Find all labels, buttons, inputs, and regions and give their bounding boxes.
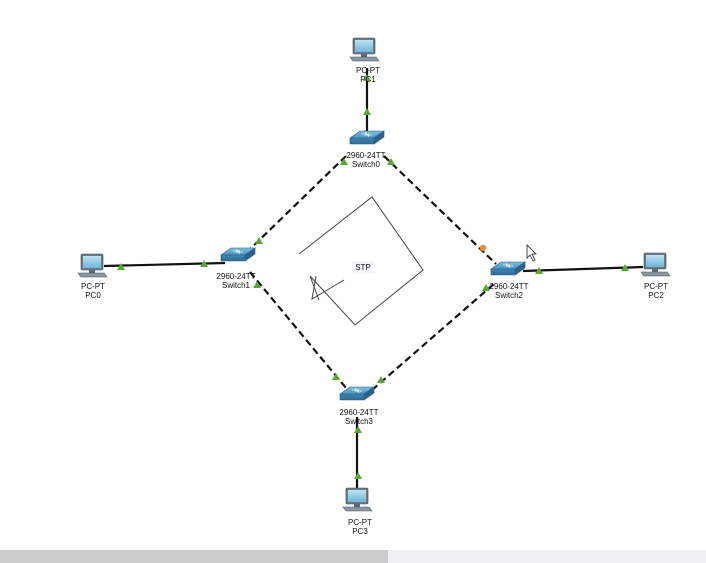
pc-keyboard [77,272,108,278]
switch-front-face [490,268,516,276]
pc-monitor-stand [361,54,367,57]
pc-screen [646,255,664,267]
switch-icon[interactable] [339,386,375,401]
pc2-name-label: PC2 [648,291,664,300]
stp-note-text: STP [355,263,371,272]
switch2-name-label: Switch2 [495,291,524,300]
devices-layer: PC-PTPC1PC-PTPC0PC-PTPC2PC-PTPC32960-24T… [77,37,671,536]
switch-front-face [349,137,375,145]
pc1-model-label: PC-PT [356,66,380,75]
switch0-model-label: 2960-24TT [346,151,385,160]
link-switch0-switch1[interactable] [246,155,347,253]
switch-arrows-icon [503,263,513,268]
port-light-up-pc0 [117,263,125,270]
switch-icon[interactable] [349,130,385,145]
switch-icon[interactable] [220,247,256,262]
horizontal-scrollbar-thumb[interactable] [0,550,388,563]
port-light-up-switch0 [340,158,348,165]
port-light-up-switch2 [482,284,490,291]
pc-icon[interactable] [349,37,380,62]
pc-icon[interactable] [77,253,108,278]
link-switch0-switch2[interactable] [383,155,497,265]
pc-icon[interactable] [342,487,373,512]
port-light-up-switch3 [332,373,340,380]
annotation-arrowhead [311,275,345,300]
switch-side-face [244,247,256,262]
pc-screen [355,40,373,52]
pc0-model-label: PC-PT [81,282,105,291]
pc-screen [348,490,366,502]
port-light-up-switch1 [255,237,263,244]
switch3-model-label: 2960-24TT [339,408,378,417]
pc-monitor-stand [652,269,658,272]
port-light-up-switch1 [253,281,261,288]
horizontal-scrollbar[interactable] [0,550,706,563]
port-light-blocking-switch2 [479,244,487,252]
switch1-model-label: 2960-24TT [216,272,255,281]
switch-arrows-icon [352,388,362,393]
switch-side-face [514,261,526,276]
port-light-up-switch0 [387,158,395,165]
switch-side-face [373,130,385,145]
pc-monitor-stand [354,504,360,507]
annotation-loop-stroke [298,196,424,326]
stp-note-box [352,261,374,273]
switch-arrows-icon [233,249,243,254]
switch-arrows-icon [362,132,372,137]
pc-icon[interactable] [640,252,671,277]
pc-keyboard [349,56,380,62]
switch-icon[interactable] [490,261,526,276]
switch3-name-label: Switch3 [345,417,374,426]
pc3-name-label: PC3 [352,527,368,536]
port-light-up-switch2 [535,267,543,274]
mouse-cursor-icon [526,244,537,262]
pc3-model-label: PC-PT [348,518,372,527]
switch-side-face [363,386,375,401]
pc-keyboard [640,271,671,277]
network-topology-canvas[interactable]: STP PC-PTPC1PC-PTPC0PC-PTPC2PC-PTPC32960… [0,0,706,550]
pc-monitor-stand [89,270,95,273]
pc1-name-label: PC1 [360,75,376,84]
switch1-name-label: Switch1 [222,281,251,290]
port-light-up-switch1 [200,260,208,267]
switch-front-face [220,254,246,262]
port-light-up-pc1 [363,74,371,81]
pc-screen [83,256,101,268]
switch-front-face [339,393,365,401]
port-light-up-switch3 [354,426,362,433]
pc0-name-label: PC0 [85,291,101,300]
port-light-up-pc2 [621,264,629,271]
link-switch3-switch2[interactable] [371,282,496,391]
switch2-model-label: 2960-24TT [489,282,528,291]
port-light-up-pc3 [354,472,362,479]
stp-annotation: STP [298,196,424,326]
link-switch1-switch3[interactable] [249,271,347,389]
switch0-name-label: Switch0 [352,160,381,169]
pc-keyboard [342,506,373,512]
port-light-up-switch0 [363,108,371,115]
link-lights-layer [117,74,629,479]
pc2-model-label: PC-PT [644,282,668,291]
port-light-up-switch3 [377,376,385,383]
